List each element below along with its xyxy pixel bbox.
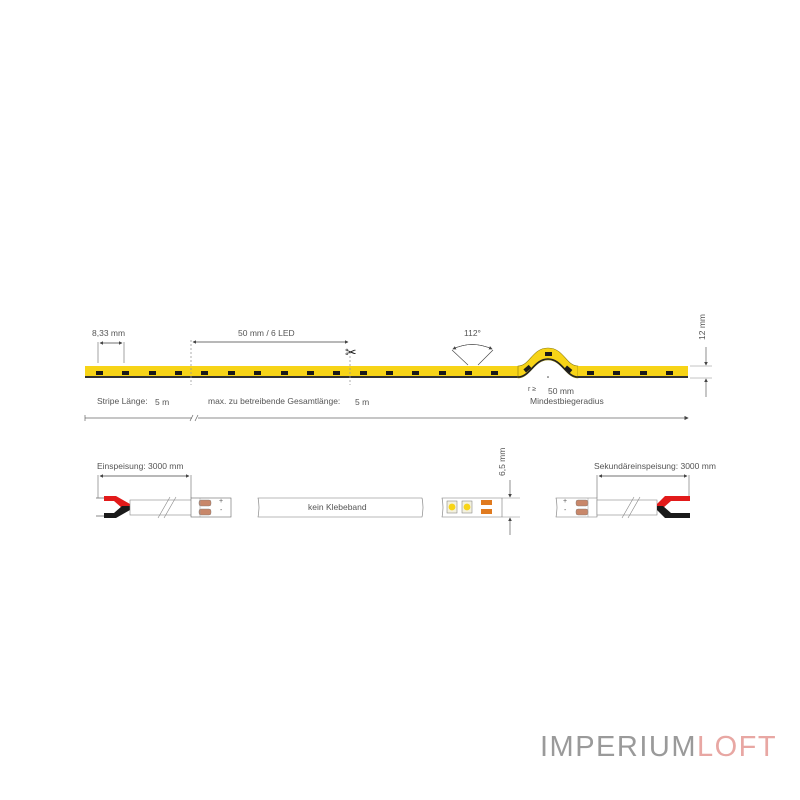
secondary-feed-label: Sekundäreinspeisung: 3000 mm [594,461,716,471]
stripe-length-value: 5 m [155,397,170,407]
feed-cable-right [555,474,690,519]
segment-label: 50 mm / 6 LED [238,328,295,338]
brand-logo: IMPERIUMLOFT [540,731,777,764]
brand-logo-part1: IMPERIUM [540,731,697,763]
plus-sign-left: + [219,498,224,505]
stripe-length-label: Stripe Länge: [97,396,148,406]
plus-sign-right: + [563,498,568,505]
brand-logo-part2: LOFT [697,731,778,763]
radius-symbol: r ≥ [528,386,537,393]
minus-sign-left: - [220,507,223,514]
pitch-label: 8,33 mm [92,328,126,338]
no-tape-label: kein Klebeband [308,502,367,512]
feed-cable-left [96,474,232,519]
strip-back-no-tape [257,497,424,518]
strip-top-view [441,480,520,535]
radius-caption: Mindestbiegeradius [530,396,604,406]
max-length-value: 5 m [355,397,370,407]
feed-label: Einspeisung: 3000 mm [97,461,184,471]
width-label: 6,5 mm [497,447,507,476]
scissors-icon: ✂ [345,344,357,360]
led-chips [96,352,673,375]
angle-label: 112° [464,328,481,338]
led-strip-side-view [84,340,712,422]
radius-value: 50 mm [548,386,574,396]
max-length-label: max. zu betreibende Gesamtlänge: [208,396,341,406]
height-label: 12 mm [697,314,707,340]
minus-sign-right: - [564,507,567,514]
